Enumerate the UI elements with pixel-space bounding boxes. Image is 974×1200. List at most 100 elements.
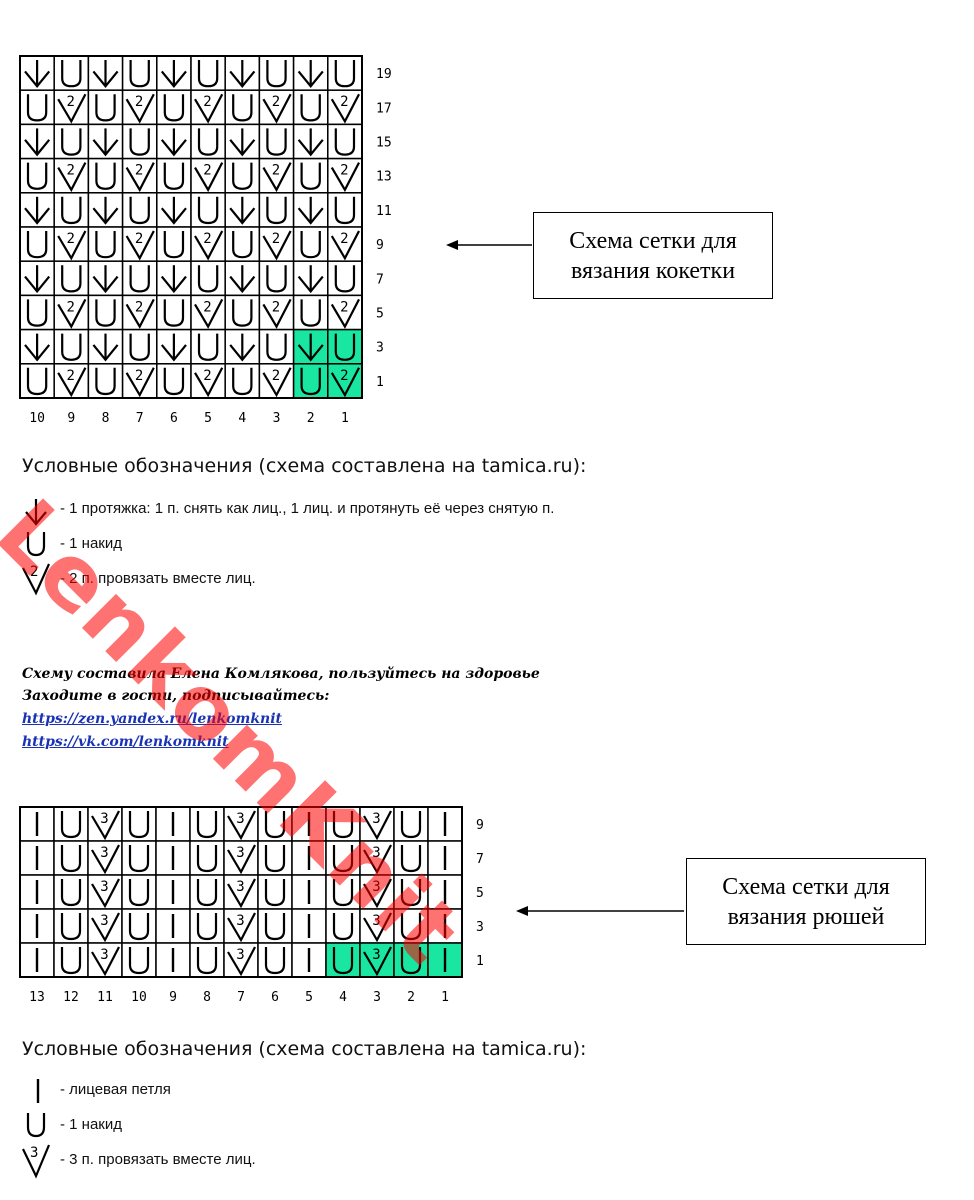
chart-cell <box>258 55 295 91</box>
chart-cell: 3 <box>359 874 395 910</box>
chart-cell <box>427 908 463 944</box>
chart-cell: 3 <box>223 840 259 876</box>
column-number-label: 9 <box>169 990 177 1005</box>
credit-invite: Заходите в гости, подписывайтесь: <box>22 688 330 704</box>
legend-item-text: - 3 п. провязать вместе лиц. <box>60 1151 256 1168</box>
chart-cell <box>19 328 55 365</box>
chart-cell <box>19 908 55 944</box>
row-number-label: 3 <box>376 341 384 356</box>
row-number-label: 13 <box>376 170 392 185</box>
chart-cell: 2 <box>258 226 295 262</box>
chart-cell: 2 <box>190 89 226 126</box>
chart-cell <box>224 363 261 399</box>
k3tog-icon: 3 <box>22 1144 51 1179</box>
chart-cell <box>224 226 261 262</box>
chart-cell <box>121 874 157 910</box>
row-number-label: 17 <box>376 101 392 116</box>
column-number-label: 5 <box>305 990 313 1005</box>
svg-text:3: 3 <box>30 1145 38 1161</box>
chart-cell <box>53 55 90 91</box>
chart-cell <box>327 192 363 228</box>
chart-cell <box>155 942 191 978</box>
chart-cell <box>19 942 55 978</box>
svg-text:3: 3 <box>372 879 380 895</box>
chart-cell <box>427 806 463 842</box>
chart-cell <box>257 806 293 842</box>
chart-cell: 2 <box>258 363 295 399</box>
column-number-label: 6 <box>271 990 279 1005</box>
chart-cell <box>19 294 55 331</box>
chart-cell <box>258 260 295 297</box>
chart-cell <box>258 328 295 365</box>
row-number-label: 7 <box>376 272 384 287</box>
chart-cell <box>87 123 124 160</box>
vk-link[interactable]: https://vk.com/lenkomknit <box>22 734 229 750</box>
svg-text:2: 2 <box>135 94 143 110</box>
chart-cell: 3 <box>87 908 123 944</box>
chart-cell <box>156 226 192 262</box>
callout-arrow-2 <box>516 906 684 916</box>
chart-cell <box>393 908 429 944</box>
chart-cell <box>87 260 124 297</box>
chart-cell <box>19 226 55 262</box>
svg-text:2: 2 <box>135 231 143 247</box>
column-number-label: 7 <box>237 990 245 1005</box>
chart-cell <box>87 226 124 262</box>
svg-text:2: 2 <box>340 231 348 247</box>
chart-cell <box>155 806 191 842</box>
zen-link[interactable]: https://zen.yandex.ru/lenkomknit <box>22 711 282 727</box>
chart-cell <box>224 260 261 297</box>
chart-cell: 2 <box>327 89 363 126</box>
chart-cell <box>156 192 192 228</box>
chart-cell <box>87 363 124 399</box>
chart-cell <box>121 192 158 228</box>
svg-text:3: 3 <box>100 879 108 895</box>
chart-cell <box>325 942 361 978</box>
chart-cell <box>189 942 225 978</box>
chart-cell <box>19 260 55 297</box>
chart-cell <box>156 294 192 331</box>
svg-text:3: 3 <box>236 845 244 861</box>
svg-text:3: 3 <box>372 947 380 963</box>
chart-cell <box>121 123 158 160</box>
row-number-label: 3 <box>476 920 484 935</box>
row-number-label: 1 <box>376 375 384 390</box>
chart-cell <box>53 806 89 842</box>
column-number-label: 13 <box>29 990 45 1005</box>
callout-line: вязания рюшей <box>727 903 885 930</box>
chart-cell <box>257 942 293 978</box>
chart-cell <box>291 840 327 876</box>
chart-cell: 2 <box>53 89 90 126</box>
chart-cell <box>257 908 293 944</box>
chart-cell <box>224 294 261 331</box>
chart-cell <box>121 55 158 91</box>
chart-cell <box>291 942 327 978</box>
chart-cell <box>87 328 124 365</box>
chart-cell: 2 <box>258 89 295 126</box>
chart-cell: 2 <box>53 294 90 331</box>
chart-cell <box>121 840 157 876</box>
svg-text:2: 2 <box>272 163 280 179</box>
svg-text:2: 2 <box>340 94 348 110</box>
legend-item-text: - 1 накид <box>60 535 122 552</box>
chart-cell <box>257 840 293 876</box>
chart-cell <box>327 123 363 160</box>
chart-cell <box>53 908 89 944</box>
legend-item-text: - 1 накид <box>60 1116 122 1133</box>
row-number-label: 9 <box>376 238 384 253</box>
legend-item-text: - 1 протяжка: 1 п. снять как лиц., 1 лиц… <box>60 500 555 517</box>
chart-cell: 2 <box>258 294 295 331</box>
chart-cell <box>189 874 225 910</box>
svg-text:3: 3 <box>236 811 244 827</box>
svg-text:2: 2 <box>135 163 143 179</box>
chart-cell: 2 <box>190 157 226 194</box>
chart-cell <box>325 874 361 910</box>
chart-cell: 2 <box>327 363 363 399</box>
chart-cell: 3 <box>223 806 259 842</box>
svg-text:3: 3 <box>372 811 380 827</box>
column-number-label: 8 <box>102 411 110 426</box>
chart-cell <box>292 226 329 262</box>
svg-text:2: 2 <box>272 299 280 315</box>
